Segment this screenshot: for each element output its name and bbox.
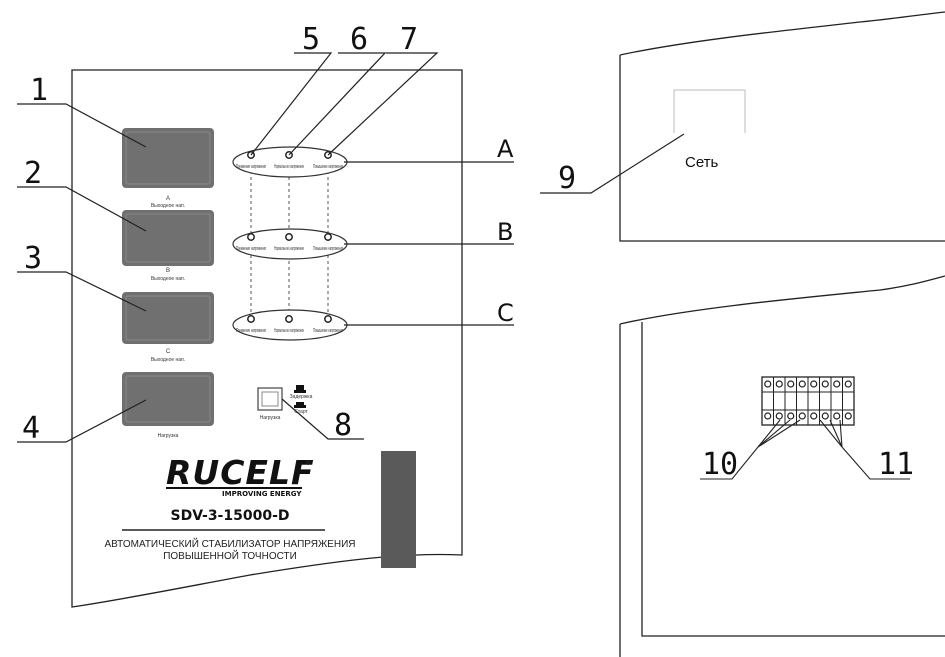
terminal-screw-bottom — [764, 412, 772, 420]
led-c-normal — [285, 315, 293, 323]
rear-panel-inner — [641, 322, 945, 637]
led-c-high — [324, 315, 332, 323]
callout-11: 11 — [878, 447, 914, 482]
led-a-low-label: Понижение напряжения — [236, 164, 266, 170]
callout-phase-a: A — [497, 135, 514, 163]
terminal-screw-bottom — [798, 412, 806, 420]
terminal-screws — [764, 377, 852, 425]
meter-a-display — [122, 128, 214, 188]
callout-10: 10 — [702, 447, 738, 482]
terminal-screw-top — [833, 380, 841, 388]
terminal-screw-bottom — [775, 412, 783, 420]
start-toggle-base — [294, 405, 306, 408]
callout-1: 1 — [30, 73, 48, 108]
terminal-screw-top — [810, 380, 818, 388]
rear-panel-outline — [619, 275, 945, 657]
brand-reg-mark: ® — [306, 460, 311, 467]
callout-6: 6 — [350, 22, 368, 57]
led-b-high — [324, 233, 332, 241]
callout-8: 8 — [334, 408, 352, 443]
delay-toggle-label: Задержка — [290, 394, 313, 400]
description-line2: ПОВЫШЕННОЙ ТОЧНОСТИ — [163, 549, 297, 562]
terminal-screw-top — [844, 380, 852, 388]
meter-b-letter: B — [166, 268, 170, 274]
led-c-low — [247, 315, 255, 323]
meter-load: Нагрузка — [122, 372, 214, 439]
meter-a-letter: A — [166, 196, 170, 202]
led-c-normal-label: Нормальное напряжение — [274, 328, 304, 334]
meter-b: B Выходное нап. — [122, 210, 214, 282]
terminal-screw-bottom — [810, 412, 818, 420]
indicator-row-c: Понижение напряжения Нормальное напряжен… — [232, 309, 348, 341]
callout-5: 5 — [302, 22, 320, 57]
meter-load-screen — [125, 375, 211, 423]
brand-tagline: IMPROVING ENERGY — [222, 490, 302, 498]
led-c-low-label: Понижение напряжения — [236, 328, 266, 334]
callout-2: 2 — [24, 156, 42, 191]
meter-a-caption: Выходное нап. — [151, 203, 185, 209]
led-a-normal-label: Нормальное напряжение — [274, 164, 304, 170]
terminal-screw-top — [798, 380, 806, 388]
terminal-screw-top — [821, 380, 829, 388]
led-b-normal-label: Нормальное напряжение — [274, 246, 304, 252]
led-b-normal — [285, 233, 293, 241]
network-label: Сеть — [685, 154, 719, 171]
callout-9: 9 — [558, 161, 576, 196]
callout-3: 3 — [24, 241, 42, 276]
side-vent-bar — [381, 451, 416, 568]
front-panel-outline — [71, 69, 463, 608]
meter-c-caption: Выходное нап. — [151, 357, 185, 363]
load-switch-inner — [261, 391, 279, 407]
led-c-high-label: Повышение напряжения — [313, 328, 343, 334]
indicator-row-c-outline — [232, 309, 348, 341]
meter-a: A Выходное нап. — [122, 128, 214, 209]
indicator-row-a: Понижение напряжения Нормальное напряжен… — [232, 146, 348, 178]
start-toggle-label: Старт — [294, 409, 308, 415]
meter-b-caption: Выходное нап. — [151, 276, 185, 282]
led-b-low-label: Понижение напряжения — [236, 246, 266, 252]
meter-a-screen — [125, 131, 211, 185]
meter-b-screen — [125, 213, 211, 263]
terminal-screw-top — [775, 380, 783, 388]
delay-toggle-base — [294, 390, 306, 393]
meter-c: C Выходное нап. — [122, 292, 214, 363]
network-socket-box — [673, 89, 746, 133]
meter-c-display — [122, 292, 214, 344]
terminal-block — [761, 376, 855, 426]
led-a-high-label: Повышение напряжения — [313, 164, 343, 170]
meter-load-display — [122, 372, 214, 426]
indicator-row-b: Понижение напряжения Нормальное напряжен… — [232, 228, 348, 260]
callout-7: 7 — [400, 22, 418, 57]
led-b-high-label: Повышение напряжения — [313, 246, 343, 252]
start-toggle-button — [296, 402, 304, 405]
brand-logo: RUCELF — [166, 453, 315, 492]
delay-toggle-button — [296, 385, 304, 390]
terminal-leaders — [700, 419, 910, 480]
callout-9-leader — [540, 133, 685, 194]
meter-c-screen — [125, 295, 211, 341]
load-switch: Нагрузка — [257, 387, 283, 421]
terminal-screw-top — [787, 380, 795, 388]
terminal-screw-top — [764, 380, 772, 388]
left-callouts — [17, 52, 514, 443]
terminal-screw-bottom — [821, 412, 829, 420]
terminal-screw-bottom — [833, 412, 841, 420]
network-panel-outline — [619, 11, 945, 242]
led-b-low — [247, 233, 255, 241]
terminal-screw-bottom — [844, 412, 852, 420]
delay-toggle: Задержка Старт — [290, 385, 313, 415]
terminal-screw-bottom — [787, 412, 795, 420]
callout-phase-c: C — [497, 299, 514, 327]
callout-phase-b: B — [497, 218, 513, 246]
model-number: SDV-3-15000-D — [170, 508, 289, 524]
meter-b-display — [122, 210, 214, 266]
description-line1: АВТОМАТИЧЕСКИЙ СТАБИЛИЗАТОР НАПРЯЖЕНИЯ — [105, 537, 356, 550]
callout-4: 4 — [22, 411, 40, 446]
meter-load-caption: Нагрузка — [158, 433, 179, 439]
brand-block: RUCELF ® IMPROVING ENERGY SDV-3-15000-D … — [105, 453, 356, 562]
meter-c-letter: C — [166, 349, 171, 355]
load-switch-label: Нагрузка — [260, 415, 281, 421]
